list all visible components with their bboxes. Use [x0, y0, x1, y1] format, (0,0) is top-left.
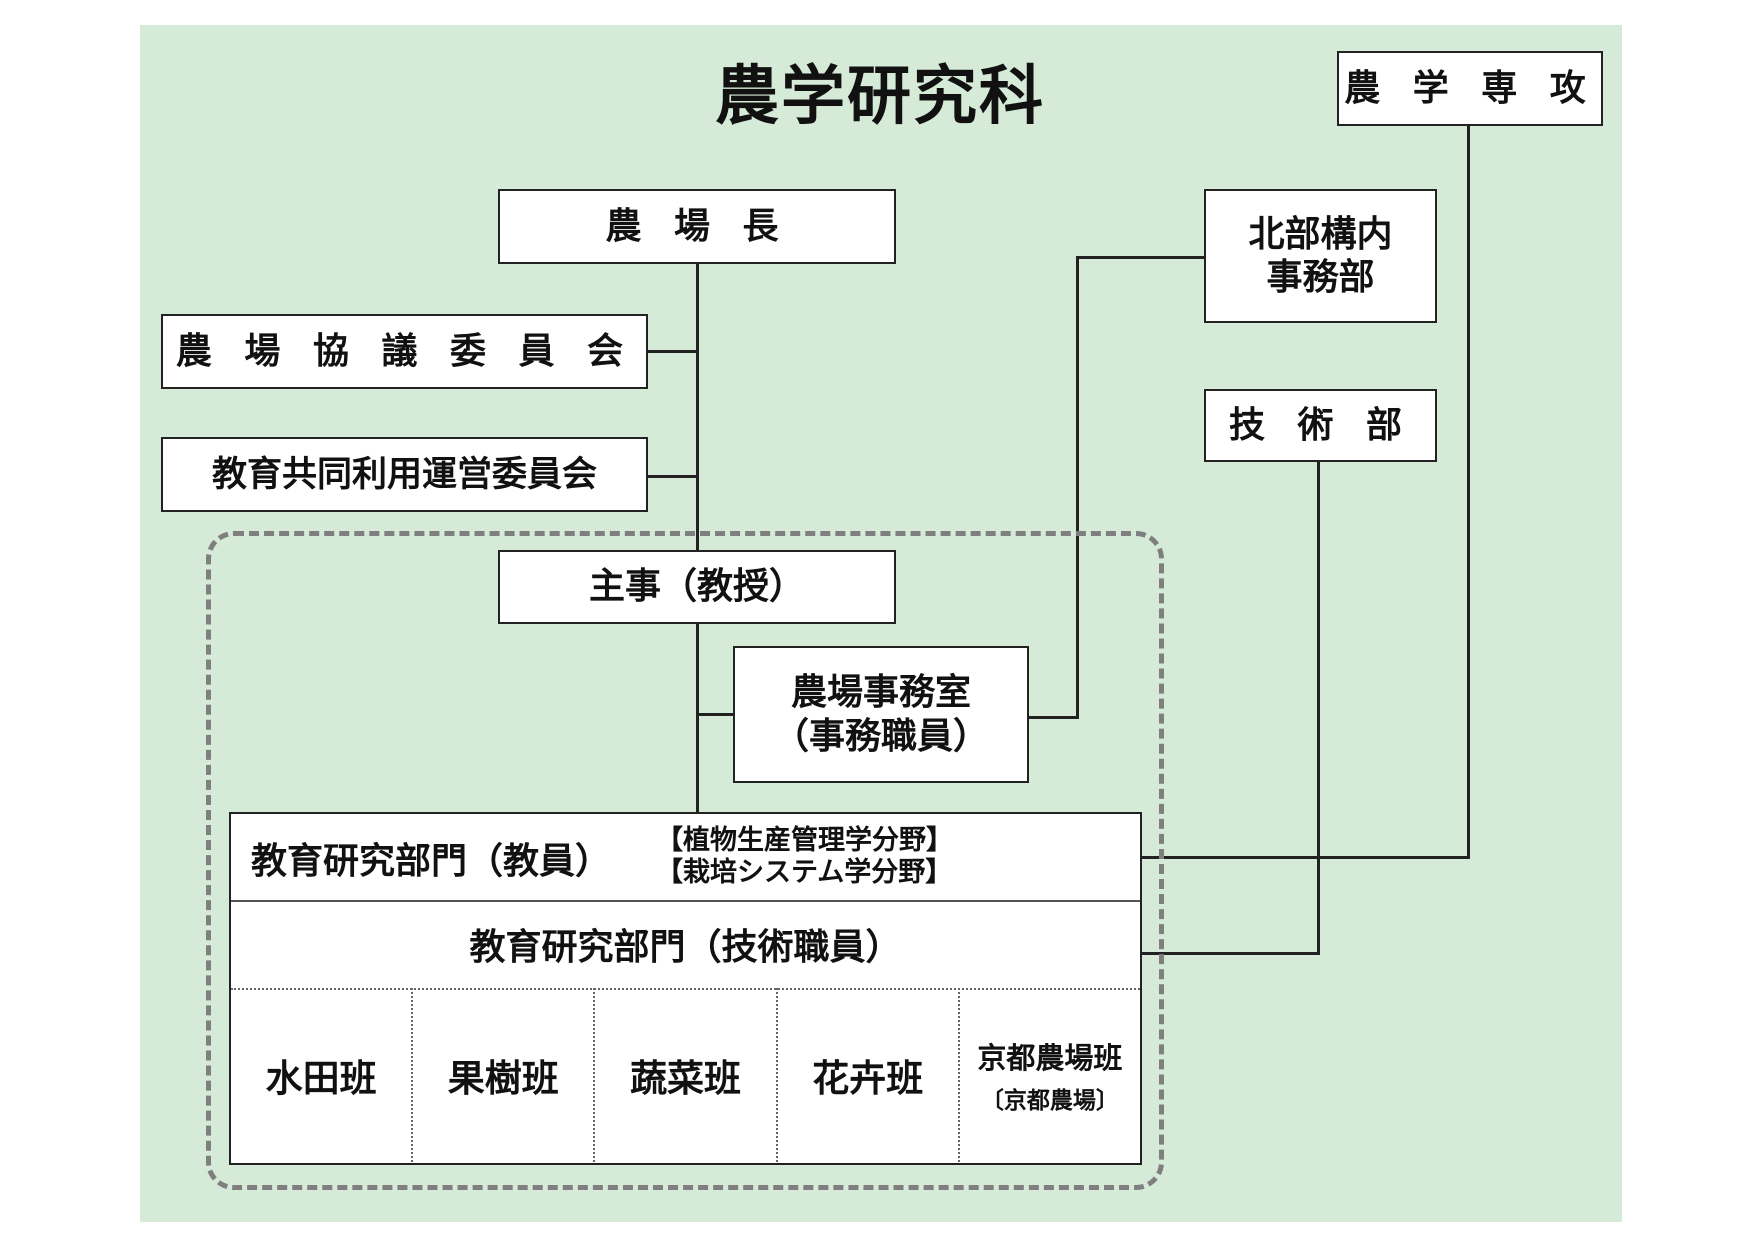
field-item: 【植物生産管理学分野】	[656, 825, 953, 856]
connector-jimushitsu-right	[1027, 716, 1078, 719]
hokubu-label-line2: 事務部	[1266, 257, 1375, 298]
jimushitsu-box: 農場事務室 （事務職員）	[733, 646, 1029, 783]
team-name: 京都農場班	[977, 1041, 1123, 1075]
team-name: 果樹班	[447, 1057, 559, 1100]
farm-organization-frame	[206, 531, 1164, 1190]
team-cell: 水田班	[231, 988, 414, 1162]
kyoiku-kyodo-box: 教育共同利用運営委員会	[161, 437, 648, 512]
jojocho-label: 農 場 長	[605, 205, 789, 247]
jimushitsu-label-line1: 農場事務室	[790, 672, 971, 714]
connector-gijutsubu-vertical	[1317, 460, 1320, 955]
gijutsubu-box: 技 術 部	[1204, 389, 1437, 462]
diagram-title: 農学研究科	[715, 60, 1045, 134]
education-research-department: 教育研究部門（教員） 【植物生産管理学分野】 【栽培システム学分野】 教育研究部…	[229, 812, 1142, 1165]
hokubu-label-line1: 北部構内	[1248, 213, 1393, 255]
connector-hokubu-horizontal	[1076, 256, 1204, 259]
jojocho-box: 農 場 長	[498, 189, 896, 264]
tech-staff-label: 教育研究部門（技術職員）	[231, 900, 1140, 990]
kyogi-iinkai-box: 農 場 協 議 委 員 会	[161, 314, 648, 389]
nogaku-senko-label: 農 学 専 攻	[1344, 67, 1596, 109]
shuji-box: 主事（教授）	[498, 550, 896, 624]
faculty-label: 教育研究部門（教員）	[251, 841, 612, 882]
team-cell: 蔬菜班	[595, 988, 778, 1162]
team-cell: 果樹班	[413, 988, 596, 1162]
team-row: 水田班 果樹班 蔬菜班 花卉班 京都農場班 〔京都農場〕	[231, 988, 1140, 1162]
team-name: 花卉班	[812, 1057, 924, 1100]
nogaku-senko-box: 農 学 専 攻	[1337, 51, 1603, 126]
gijutsubu-label: 技 術 部	[1228, 404, 1413, 446]
connector-gijutsubu-dept	[1141, 952, 1320, 955]
hokubu-jimubu-box: 北部構内 事務部	[1204, 189, 1437, 323]
connector-senko-dept	[1141, 856, 1470, 859]
connector-kyogi-iinkai	[647, 350, 697, 353]
team-location: 〔京都農場〕	[980, 1088, 1119, 1114]
field-list: 【植物生産管理学分野】 【栽培システム学分野】	[656, 825, 953, 889]
team-cell: 京都農場班 〔京都農場〕	[960, 988, 1140, 1162]
connector-jimushitsu	[696, 713, 733, 716]
connector-hokubu-vertical	[1076, 256, 1079, 719]
connector-jojocho-shuji	[696, 263, 699, 550]
team-name: 蔬菜班	[630, 1057, 741, 1100]
kyoiku-kyodo-label: 教育共同利用運営委員会	[211, 454, 597, 495]
kyogi-iinkai-label: 農 場 協 議 委 員 会	[175, 330, 634, 372]
connector-shuji-dept	[696, 623, 699, 813]
shuji-label: 主事（教授）	[588, 566, 805, 608]
team-cell: 花卉班	[778, 988, 960, 1162]
connector-kyoiku-kyodo	[647, 475, 697, 478]
connector-senko-vertical	[1467, 125, 1470, 858]
field-item: 【栽培システム学分野】	[656, 857, 953, 888]
team-name: 水田班	[265, 1057, 377, 1100]
jimushitsu-label-line2: （事務職員）	[772, 715, 989, 757]
faculty-section: 教育研究部門（教員） 【植物生産管理学分野】 【栽培システム学分野】	[231, 814, 1140, 902]
